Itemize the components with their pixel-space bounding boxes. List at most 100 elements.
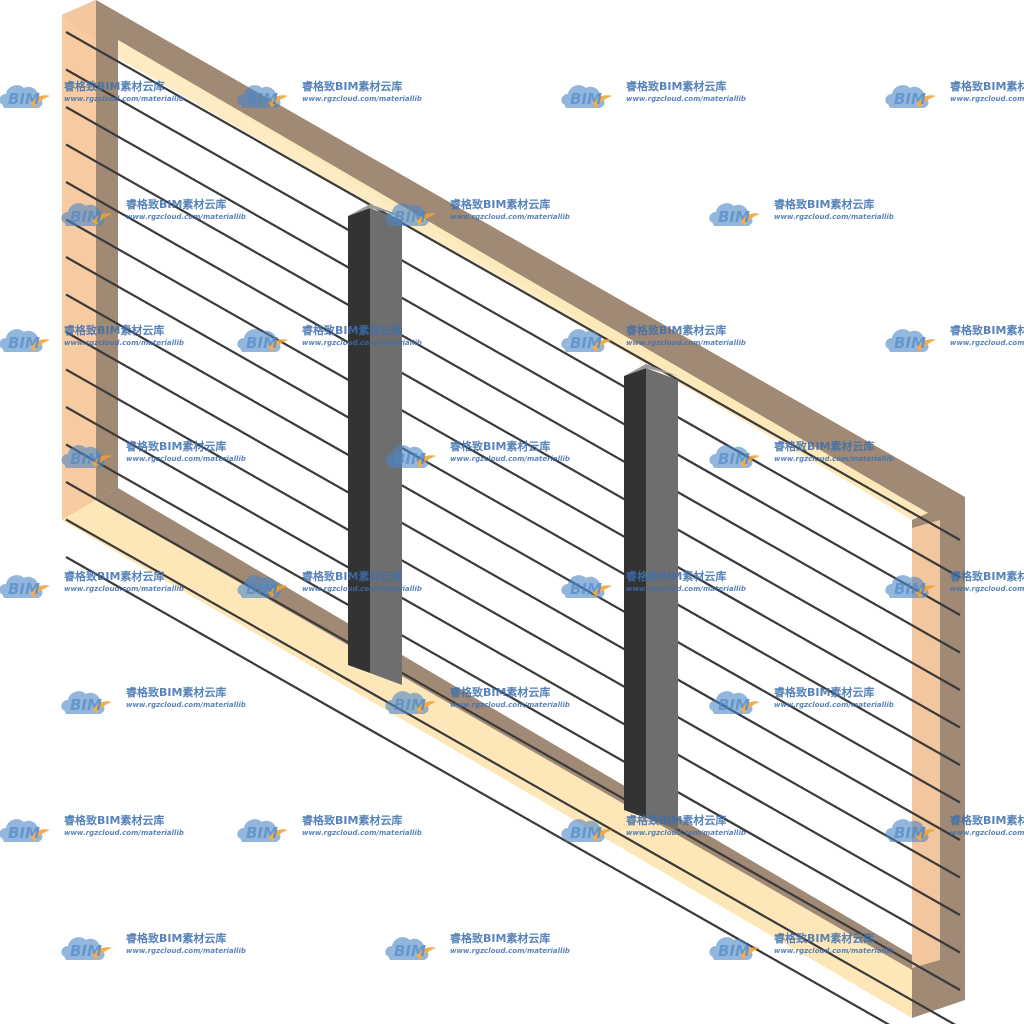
- watermark-logo-text: BIM: [246, 334, 278, 352]
- cable: [65, 31, 961, 541]
- watermark: BIM睿格致BIM素材云库www.rgzcloud.com/materialli…: [0, 323, 184, 352]
- watermark: BIM睿格致BIM素材云库www.rgzcloud.com/materialli…: [61, 931, 246, 960]
- watermark-url: www.rgzcloud.com/materiallib: [950, 339, 1024, 347]
- watermark-brand: 睿格致BIM素材云库: [302, 323, 402, 337]
- cables: [65, 31, 961, 1024]
- watermark-logo-text: BIM: [8, 90, 40, 108]
- watermark-logo-text: BIM: [70, 942, 102, 960]
- cable: [65, 256, 961, 766]
- watermark-url: www.rgzcloud.com/materiallib: [302, 585, 422, 593]
- watermark-logo-text: BIM: [718, 208, 750, 226]
- watermark-url: www.rgzcloud.com/materiallib: [450, 213, 570, 221]
- cable: [65, 181, 961, 691]
- watermark-url: www.rgzcloud.com/materiallib: [450, 455, 570, 463]
- cable: [65, 406, 961, 916]
- swoosh-icon: [592, 585, 612, 598]
- watermark-logo-text: BIM: [70, 450, 102, 468]
- watermark: BIM 睿格致BIM素材云库 www.rgzcloud.com/materialli…: [709, 439, 894, 468]
- swoosh-icon: [416, 455, 436, 468]
- watermark-logo-text: BIM: [8, 824, 40, 842]
- watermark-logo-text: BIM: [894, 580, 926, 598]
- watermark-url: www.rgzcloud.com/materiallib: [126, 213, 246, 221]
- swoosh-icon: [740, 213, 760, 226]
- watermark: BIM 睿格致BIM素材云库 www.rgzcloud.com/materialli…: [385, 197, 570, 226]
- watermark: BIM 睿格致BIM素材云库 www.rgzcloud.com/materialli…: [385, 685, 570, 714]
- watermark: BIM睿格致BIM素材云库www.rgzcloud.com/materialli…: [237, 79, 422, 108]
- watermark-url: www.rgzcloud.com/materiallib: [626, 339, 746, 347]
- frame-left-stile-inner: [96, 0, 118, 500]
- posts: [348, 204, 678, 830]
- watermark-brand: 睿格致BIM素材云库: [302, 813, 402, 827]
- watermark: BIM睿格致BIM素材云库www.rgzcloud.com/materialli…: [885, 569, 1024, 598]
- watermark-brand: 睿格致BIM素材云库: [450, 931, 550, 945]
- watermark-logo-text: BIM: [894, 334, 926, 352]
- watermark-logo-text: BIM: [394, 208, 426, 226]
- cable: [65, 143, 961, 654]
- swoosh-icon: [740, 455, 760, 468]
- watermark-logo-text: BIM: [246, 824, 278, 842]
- cable: [65, 218, 961, 729]
- post-side-face: [646, 368, 678, 830]
- watermark-brand: 睿格致BIM素材云库: [64, 813, 164, 827]
- swoosh-icon: [592, 95, 612, 108]
- cable: [65, 368, 961, 879]
- watermark: BIM睿格致BIM素材云库www.rgzcloud.com/materialli…: [61, 439, 246, 468]
- watermark-brand: 睿格致BIM素材云库: [626, 813, 726, 827]
- watermark: BIM睿格致BIM素材云库www.rgzcloud.com/materialli…: [385, 439, 570, 468]
- watermark-url: www.rgzcloud.com/materiallib: [126, 455, 246, 463]
- watermark-brand: 睿格致BIM素材云库: [774, 439, 874, 453]
- watermark-logo-text: BIM: [894, 824, 926, 842]
- swoosh-icon: [916, 339, 936, 352]
- watermark-url: www.rgzcloud.com/materiallib: [774, 455, 894, 463]
- swoosh-icon: [30, 585, 50, 598]
- swoosh-icon: [30, 95, 50, 108]
- watermark-url: www.rgzcloud.com/materiallib: [450, 701, 570, 709]
- frame-opening: [118, 40, 912, 968]
- watermark-url: www.rgzcloud.com/materiallib: [950, 95, 1024, 103]
- swoosh-icon: [30, 339, 50, 352]
- watermark: BIM睿格致BIM素材云库www.rgzcloud.com/materialli…: [0, 813, 184, 842]
- watermarks: BIM 睿格致BIM素材云库 www.rgzcloud.com/materialli…: [0, 79, 1024, 960]
- watermark-brand: 睿格致BIM素材云库: [626, 569, 726, 583]
- watermark-logo-text: BIM: [718, 450, 750, 468]
- watermark-brand: 睿格致BIM素材云库: [774, 685, 874, 699]
- swoosh-icon: [740, 701, 760, 714]
- frame-top-rail: [62, 0, 965, 520]
- watermark: BIM睿格致BIM素材云库www.rgzcloud.com/materialli…: [61, 685, 246, 714]
- watermark-logo-text: BIM: [70, 696, 102, 714]
- watermark: BIM睿格致BIM素材云库www.rgzcloud.com/materialli…: [561, 79, 746, 108]
- watermark-logo-text: BIM: [394, 942, 426, 960]
- cable: [65, 106, 961, 616]
- watermark-url: www.rgzcloud.com/materiallib: [626, 829, 746, 837]
- watermark-logo-text: BIM: [394, 696, 426, 714]
- watermark: BIM睿格致BIM素材云库www.rgzcloud.com/materialli…: [709, 685, 894, 714]
- watermark: BIM睿格致BIM素材云库www.rgzcloud.com/materialli…: [0, 569, 184, 598]
- swoosh-icon: [740, 947, 760, 960]
- watermark-brand: 睿格致BIM素材云库: [950, 569, 1024, 583]
- watermark-logo-text: BIM: [718, 942, 750, 960]
- watermark-brand: 睿格致BIM素材云库: [950, 323, 1024, 337]
- swoosh-icon: [592, 339, 612, 352]
- watermark-logo-text: BIM: [570, 334, 602, 352]
- watermark: BIM睿格致BIM素材云库www.rgzcloud.com/materialli…: [885, 79, 1024, 108]
- watermark-logo-text: BIM: [570, 824, 602, 842]
- watermark-brand: 睿格致BIM素材云库: [774, 931, 874, 945]
- post-side-face: [370, 208, 402, 685]
- watermark-brand: 睿格致BIM素材云库: [450, 197, 550, 211]
- watermark-url: www.rgzcloud.com/materiallib: [950, 829, 1024, 837]
- watermark-url: www.rgzcloud.com/materiallib: [774, 947, 894, 955]
- post-cap: [348, 204, 402, 216]
- watermark: BIM睿格致BIM素材云库www.rgzcloud.com/materialli…: [561, 569, 746, 598]
- watermark: BIM睿格致BIM素材云库www.rgzcloud.com/materialli…: [237, 813, 422, 842]
- watermark: BIM睿格致BIM素材云库www.rgzcloud.com/materialli…: [885, 813, 1024, 842]
- watermark-logo-text: BIM: [570, 90, 602, 108]
- watermark-brand: 睿格致BIM素材云库: [626, 323, 726, 337]
- post-front-face: [348, 208, 370, 673]
- watermark-brand: 睿格致BIM素材云库: [450, 685, 550, 699]
- cable: [65, 293, 961, 804]
- watermark-brand: 睿格致BIM素材云库: [626, 79, 726, 93]
- watermark-url: www.rgzcloud.com/materiallib: [64, 339, 184, 347]
- watermark-url: www.rgzcloud.com/materiallib: [126, 947, 246, 955]
- watermark-brand: 睿格致BIM素材云库: [302, 79, 402, 93]
